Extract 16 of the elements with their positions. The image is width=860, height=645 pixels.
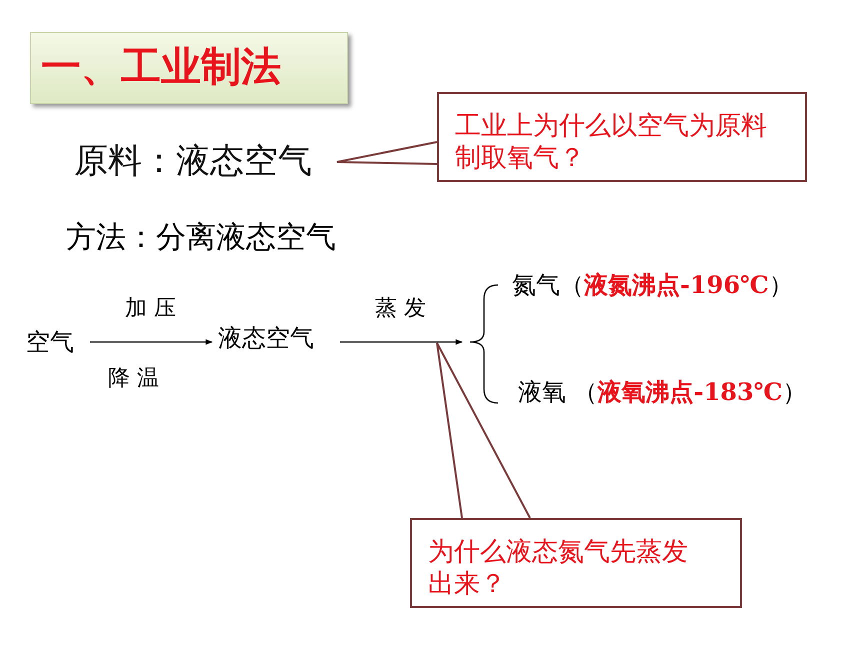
text-label: 降 温	[108, 365, 159, 393]
text-label: 方法：分离液态空气	[66, 219, 336, 257]
text-label: 液态空气	[218, 323, 314, 353]
title-box: 一、工业制法	[30, 32, 348, 104]
text-label: 液氧 （液氧沸点-183℃）	[518, 377, 806, 407]
edge-label: 蒸 发	[375, 295, 426, 323]
text-label: 空气	[26, 327, 74, 357]
arrow	[340, 339, 463, 345]
callout-box: 为什么液态氮气先蒸发出来？	[410, 518, 742, 608]
text-label: 氮气（液氮沸点-196℃）	[512, 270, 793, 300]
leader-line	[436, 342, 531, 519]
text-label: 原料：液态空气	[74, 140, 312, 182]
edge-label: 加 压	[125, 295, 176, 323]
arrow	[90, 339, 213, 345]
leader-line	[336, 141, 438, 165]
callout-box: 工业上为什么以空气为原料制取氧气？	[437, 92, 807, 182]
